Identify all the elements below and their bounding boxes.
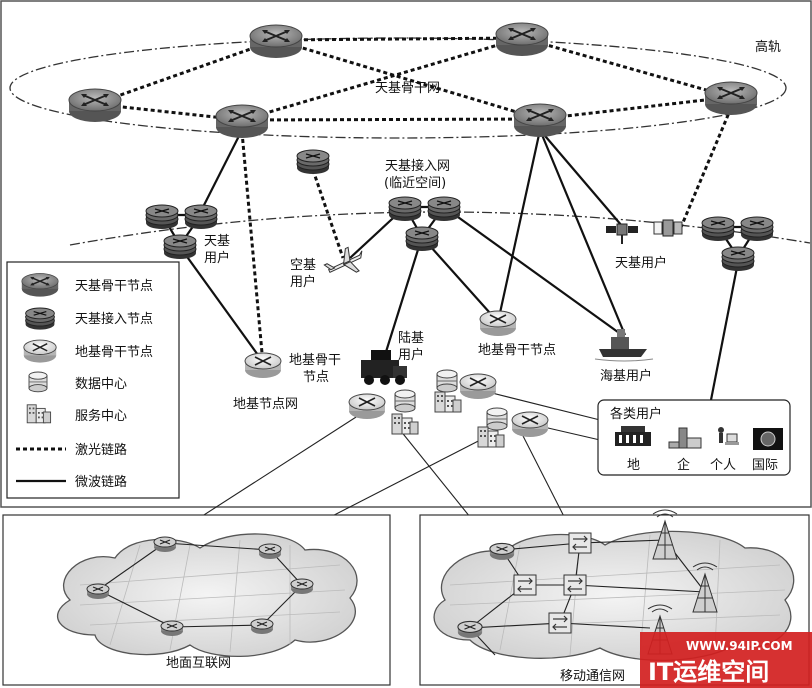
aircraft-icon <box>323 246 363 273</box>
ground-backbone-node <box>459 373 497 400</box>
mobile-router-icon <box>489 542 515 561</box>
legend-label: 微波链路 <box>75 474 127 490</box>
user-type-3: 国际 <box>752 458 778 473</box>
internet-router-icon <box>153 536 177 553</box>
air-user-label-2: 用户 <box>290 274 316 290</box>
internet-router-icon <box>250 618 274 635</box>
legend-item-dc: 数据中心 <box>28 371 127 393</box>
mobile-cloud <box>433 530 795 662</box>
legend-item-microwave: 微波链路 <box>16 474 127 490</box>
legend-item-svc: 服务中心 <box>26 404 127 424</box>
space-user-left-label: 天基 <box>204 234 230 249</box>
space-backbone-label: 天基骨干网 <box>375 81 440 96</box>
space-backbone-node <box>704 81 758 116</box>
space-backbone-node <box>495 22 549 57</box>
space-user-left-label-2: 用户 <box>204 250 230 266</box>
space-access-label: 天基接入网 <box>385 158 450 174</box>
service-center-icon <box>434 391 462 413</box>
data-center-icon <box>394 389 416 413</box>
internet-router-icon <box>258 543 282 560</box>
internet-router-icon <box>86 583 110 600</box>
watermark-url: WWW.94IP.COM <box>686 639 793 653</box>
space-backbone-node <box>68 88 122 123</box>
legend-item-access: 天基接入节点 <box>25 307 153 331</box>
data-center-icon <box>436 369 458 393</box>
internet-router-icon <box>290 578 314 595</box>
ground-backbone-node <box>479 310 517 337</box>
legend-item-backbone: 天基骨干节点 <box>21 272 153 298</box>
legend-label: 天基骨干节点 <box>75 279 153 294</box>
mobile-router-icon <box>457 620 483 639</box>
ship-icon <box>594 329 654 362</box>
watermark-brand: IT运维空间 <box>648 658 769 686</box>
legend-label: 天基接入节点 <box>75 311 153 327</box>
ground-node-net-label: 地基节点网 <box>233 397 298 412</box>
legend-label: 地基骨干节点 <box>75 345 153 360</box>
mobile-switch-icon <box>568 532 592 554</box>
legend-label: 数据中心 <box>75 377 127 392</box>
internet-cloud <box>57 533 358 658</box>
ground-router-icon <box>23 339 57 364</box>
ground-node-label: 地基骨干 <box>289 353 341 368</box>
sea-user-label: 海基用户 <box>600 368 652 384</box>
space-access-node <box>163 234 197 260</box>
terrestrial-internet-label: 地面互联网 <box>166 656 231 671</box>
enterprise-icon <box>668 427 702 449</box>
watermark-background <box>640 632 812 688</box>
mobile-switch-icon <box>563 574 587 596</box>
mobile-links <box>469 539 706 656</box>
space-access-node <box>721 246 755 272</box>
service-center-icon <box>391 413 419 435</box>
high-orbit-label: 高轨 <box>755 39 781 55</box>
space-access-node <box>145 204 179 230</box>
space-backbone-node <box>215 104 269 139</box>
legend-label: 服务中心 <box>75 408 127 424</box>
person-icon <box>718 427 739 445</box>
mobile-switch-icon <box>548 612 572 634</box>
space-access-node <box>740 216 774 242</box>
land-user-label-2: 用户 <box>398 347 424 363</box>
ground-node-mid-label: 地基骨干节点 <box>478 343 556 358</box>
mobile-network-label: 移动通信网 <box>560 669 625 684</box>
ground-backbone-node <box>348 393 386 420</box>
internet-router-icon <box>160 620 184 637</box>
legend-item-ground: 地基骨干节点 <box>23 339 153 364</box>
legend-label: 激光链路 <box>75 442 127 458</box>
ground-backbone-node <box>244 352 282 379</box>
air-user-label: 空基 <box>290 258 316 273</box>
backbone-router-icon <box>21 272 59 298</box>
satellite-icon <box>653 219 683 237</box>
mobile-switch-icon <box>513 574 537 596</box>
space-access-node <box>427 196 461 222</box>
users-box-title: 各类用户 <box>610 406 662 422</box>
user-type-1: 企 <box>677 457 690 473</box>
land-user-label: 陆基 <box>398 330 424 346</box>
user-type-2: 个人 <box>710 458 736 473</box>
space-access-node <box>701 216 735 242</box>
globe-icon <box>753 428 783 450</box>
space-access-node <box>184 204 218 230</box>
ground-node-label-2: 节点 <box>303 370 329 385</box>
user-type-0: 地 <box>627 458 640 473</box>
satellite-icon <box>606 223 638 244</box>
space-backbone-node <box>249 24 303 59</box>
space-access-sublabel: (临近空间) <box>384 176 446 191</box>
data-center-icon <box>486 407 508 431</box>
space-access-node <box>296 149 330 175</box>
space-backbone-node <box>513 103 567 138</box>
main-frame <box>0 0 812 508</box>
land-vehicle-icon <box>361 350 407 385</box>
space-user-right-label: 天基用户 <box>615 255 667 271</box>
ground-backbone-node <box>511 411 549 438</box>
space-access-node <box>388 196 422 222</box>
government-building-icon <box>615 426 651 446</box>
mobile-grid <box>449 534 786 656</box>
data-center-icon <box>28 371 48 393</box>
legend-item-laser: 激光链路 <box>16 442 127 458</box>
access-node-icon <box>25 307 55 331</box>
space-access-node <box>405 226 439 252</box>
watermark: WWW.94IP.COM IT运维空间 <box>640 632 812 688</box>
